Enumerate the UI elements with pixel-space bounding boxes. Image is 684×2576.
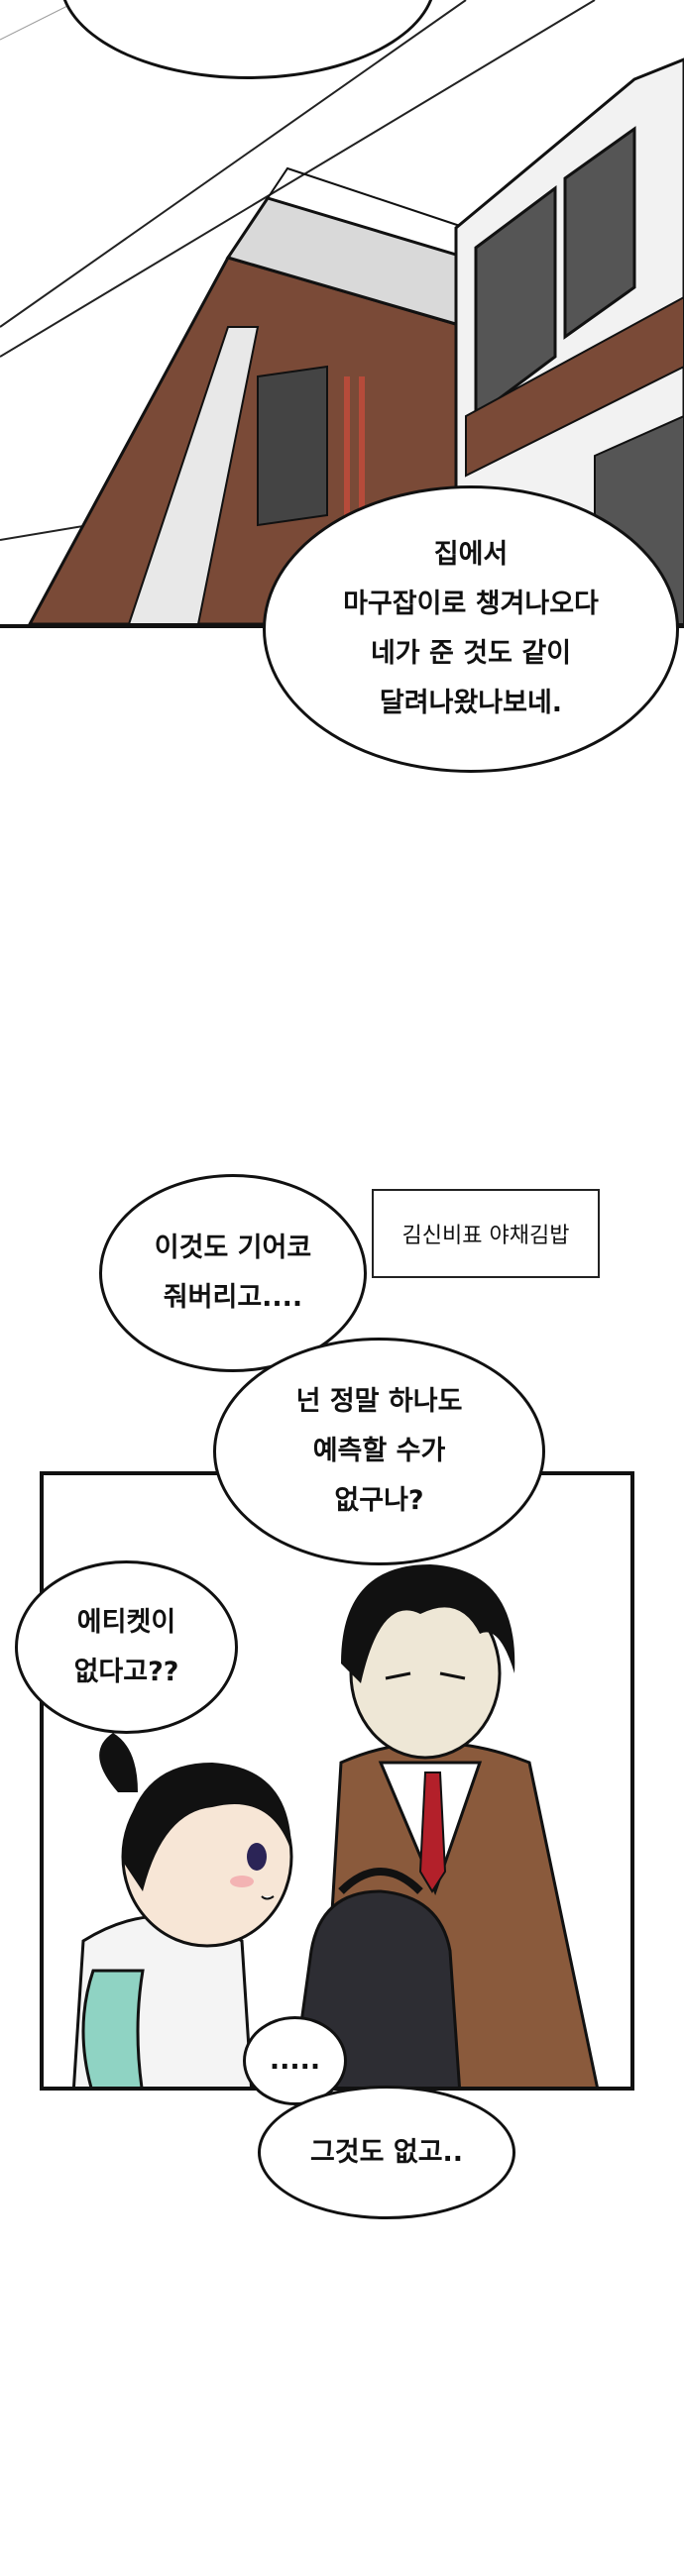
speech-bubble-e-text: 그것도 없고..	[309, 2136, 464, 2168]
speech-bubble-e: 그것도 없고..	[258, 2086, 515, 2219]
speech-bubble-b-text: 넌 정말 하나도 예측할 수가 없구나?	[295, 1386, 463, 1516]
girl-character	[72, 1733, 293, 2087]
caption-text: 김신비표 야채김밥	[401, 1224, 570, 1248]
speech-bubble-main: 집에서 마구잡이로 챙겨나오다 네가 준 것도 같이 달려나왔나보네.	[263, 485, 679, 773]
building-illustration	[0, 0, 684, 634]
speech-bubble-c: 에티켓이 없다고??	[15, 1560, 238, 1734]
caption-box: 김신비표 야채김밥	[372, 1189, 600, 1278]
speech-bubble-a: 이것도 기어코 줘버리고....	[99, 1174, 367, 1372]
speech-bubble-b: 넌 정말 하나도 예측할 수가 없구나?	[213, 1338, 545, 1565]
speech-bubble-d-text: .....	[269, 2045, 321, 2076]
speech-bubble-main-text: 집에서 마구잡이로 챙겨나오다 네가 준 것도 같이 달려나왔나보네.	[343, 539, 599, 718]
speech-bubble-d: .....	[243, 2016, 347, 2105]
speech-bubble-c-text: 에티켓이 없다고??	[73, 1606, 179, 1687]
speech-bubble-a-text: 이것도 기어코 줘버리고....	[154, 1233, 312, 1313]
panel-building-scene	[0, 0, 684, 634]
